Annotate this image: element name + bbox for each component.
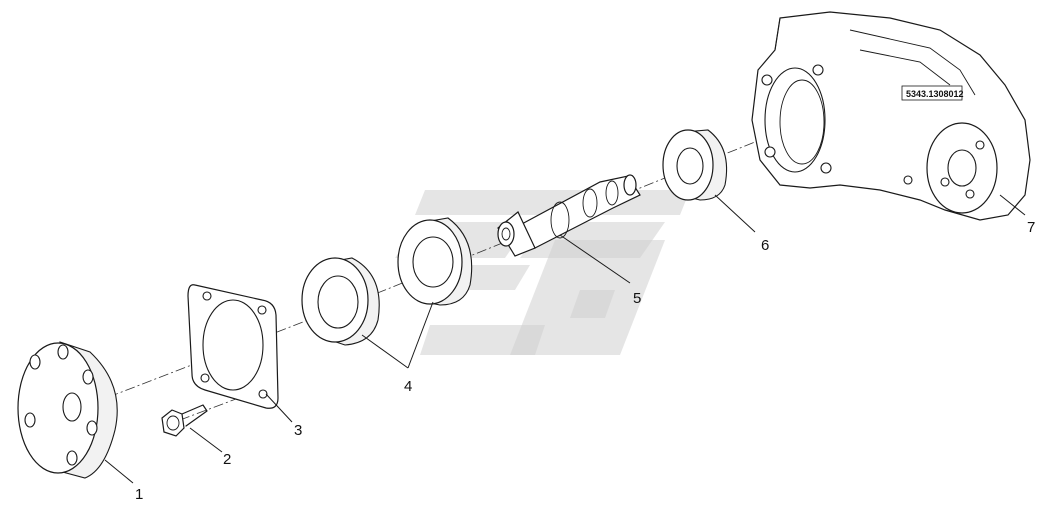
- callout-3: 3: [294, 422, 302, 439]
- leader-lines: [104, 194, 1026, 484]
- housing-part-number: 5343.1308012: [906, 89, 964, 99]
- callout-1: 1: [135, 486, 143, 503]
- callout-6: 6: [761, 237, 769, 254]
- part-5-shaft: [497, 174, 641, 257]
- part-6-seal-ring: [662, 129, 728, 201]
- callout-2: 2: [223, 451, 231, 468]
- part-3-gasket: [187, 284, 279, 409]
- part-7-housing: 5343.1308012: [751, 11, 1031, 221]
- part-1-flange: [17, 341, 118, 479]
- part-2-bolt: [161, 404, 208, 437]
- callout-labels: 1 2 3 4 5 6 7: [135, 219, 1035, 503]
- callout-7: 7: [1027, 219, 1035, 236]
- callout-5: 5: [633, 290, 641, 307]
- callout-4: 4: [404, 378, 412, 395]
- part-4-bearing-pair: [301, 217, 473, 346]
